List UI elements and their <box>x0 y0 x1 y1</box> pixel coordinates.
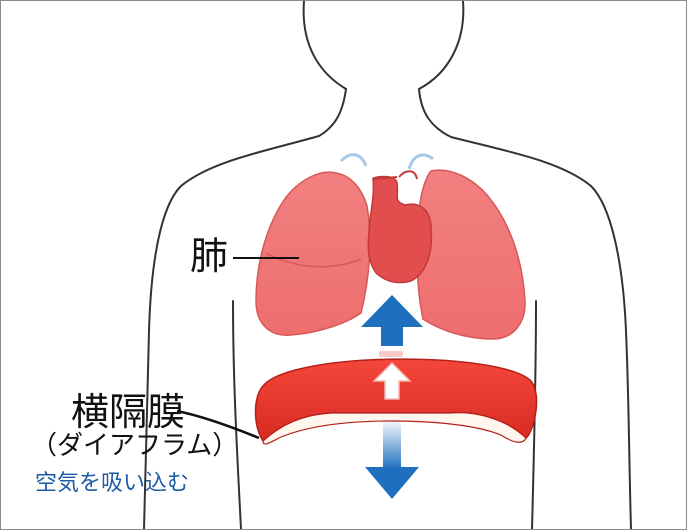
diaphragm-alias-label: （ダイアフラム） <box>31 431 239 461</box>
arrow-up-icon <box>361 295 423 346</box>
arrow-down-icon <box>365 419 419 499</box>
heart <box>367 170 433 284</box>
diaphragm <box>254 351 538 445</box>
right-lung <box>416 169 526 340</box>
lung-label: 肺 <box>190 234 229 278</box>
inhale-action-label: 空気を吸い込む <box>35 471 190 496</box>
diaphragm-label: 横隔膜 <box>71 390 186 434</box>
diaphragm-leader-line <box>176 409 260 440</box>
lungs <box>255 153 526 340</box>
diaphragm-underside <box>262 412 527 445</box>
trachea-right <box>407 153 434 170</box>
trachea-left <box>339 153 368 167</box>
left-lung <box>255 171 371 336</box>
